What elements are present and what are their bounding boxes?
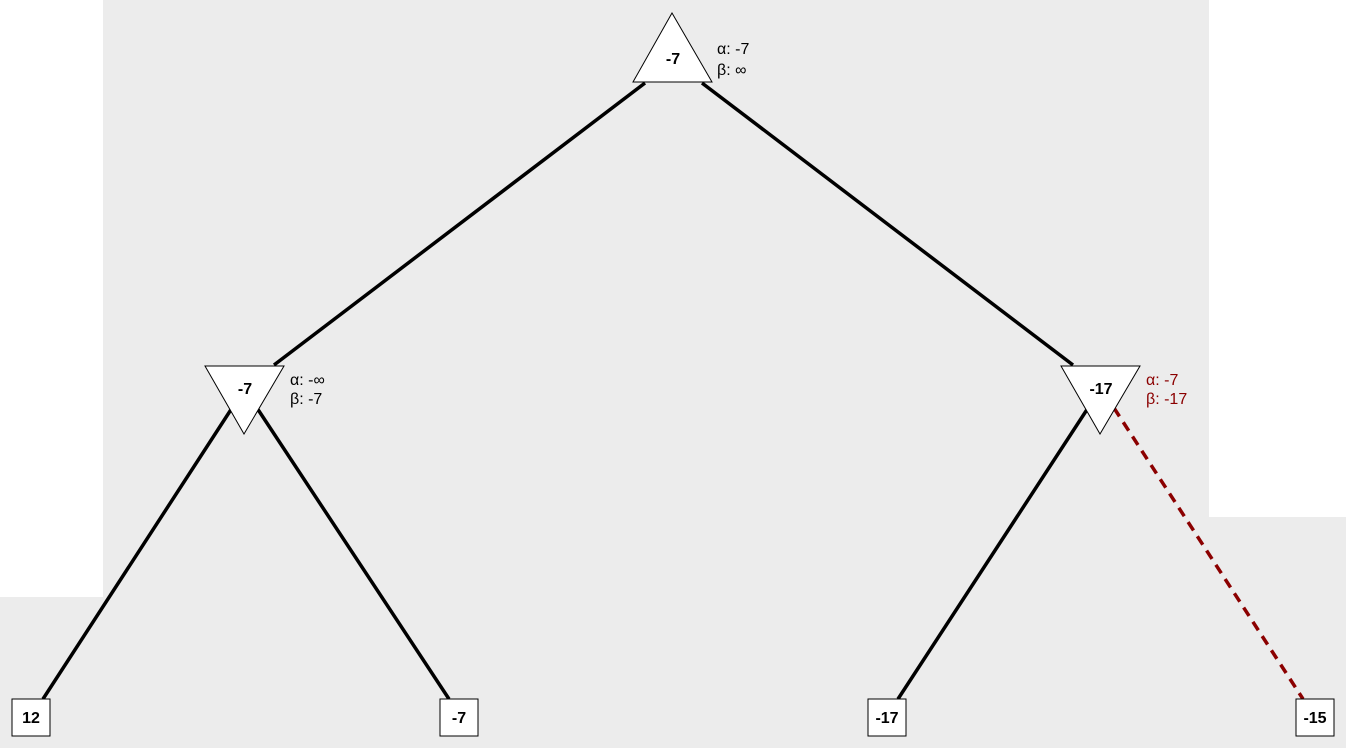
left-min-alpha-label: α: -∞ — [290, 372, 325, 389]
leaf-3-value: -17 — [875, 710, 898, 727]
root-node-value: -7 — [666, 51, 680, 68]
leaf-node-4: -15 — [1295, 698, 1335, 737]
leaf-4-value: -15 — [1303, 710, 1326, 727]
upper-background-panel — [103, 0, 1209, 600]
max-triangle-shape — [632, 11, 713, 83]
max-node-root: -7 α: -7 β: ∞ — [632, 11, 749, 83]
leaf-box — [867, 698, 907, 737]
edge-right-min-to-leaf-3 — [896, 407, 1090, 700]
leaf-box — [11, 698, 51, 737]
leaf-1-value: 12 — [22, 710, 40, 727]
leaf-node-1: 12 — [11, 698, 51, 737]
lower-left-background-panel — [0, 597, 1209, 748]
root-beta-label: β: ∞ — [717, 62, 747, 79]
leaf-nodes: 12 -7 -17 -15 — [11, 698, 1335, 737]
min-node-right: -17 α: -7 β: -17 — [1060, 365, 1187, 435]
edge-root-to-right-min — [700, 81, 1075, 367]
right-min-beta-label: β: -17 — [1146, 391, 1187, 408]
edge-left-min-to-leaf-1 — [41, 407, 234, 700]
leaf-2-value: -7 — [452, 710, 466, 727]
min-triangle-shape — [1060, 365, 1141, 435]
leaf-box — [439, 698, 479, 737]
root-alpha-label: α: -7 — [717, 41, 749, 58]
min-triangle-shape — [204, 365, 285, 435]
edges — [41, 81, 1305, 700]
right-min-alpha-label: α: -7 — [1146, 372, 1178, 389]
right-min-node-value: -17 — [1089, 381, 1112, 398]
leaf-box — [1295, 698, 1335, 737]
edge-left-min-to-leaf-2 — [255, 407, 451, 700]
edge-root-to-left-min — [272, 81, 647, 367]
left-min-beta-label: β: -7 — [290, 391, 322, 408]
left-min-node-value: -7 — [238, 381, 252, 398]
leaf-node-2: -7 — [439, 698, 479, 737]
pruned-edge-right-min-to-leaf-4 — [1112, 407, 1305, 700]
leaf-node-3: -17 — [867, 698, 907, 737]
min-node-left: -7 α: -∞ β: -7 — [204, 365, 325, 435]
